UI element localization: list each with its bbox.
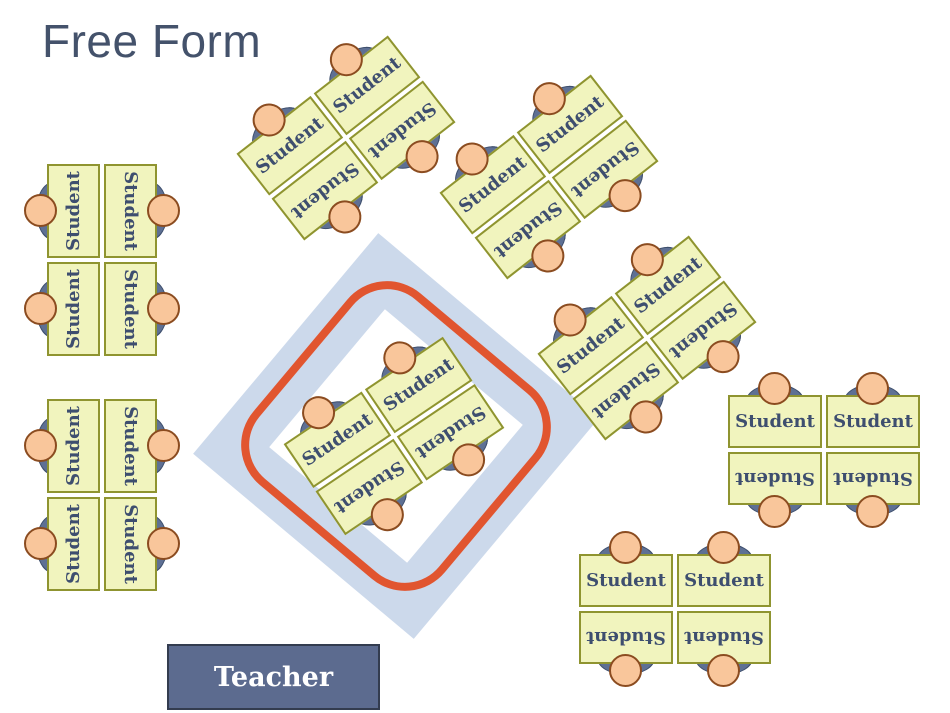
desk-surface: Student (677, 611, 771, 664)
teacher-desk-label: Teacher (213, 661, 334, 693)
student-head-icon (758, 372, 791, 405)
desk-cluster[interactable]: Student Student Student Student (236, 35, 456, 241)
student-head-icon (856, 495, 889, 528)
desk-label: Student (120, 406, 141, 486)
desk-label: Student (735, 468, 815, 489)
student-head-icon (147, 429, 180, 462)
student-head-icon (147, 194, 180, 227)
student-desk[interactable]: Student (677, 611, 771, 687)
student-head-icon (24, 194, 57, 227)
desk-cluster[interactable]: Student Student Student Student (283, 334, 505, 538)
student-head-icon (707, 531, 740, 564)
student-head-icon (707, 654, 740, 687)
student-head-icon (147, 527, 180, 560)
student-desk[interactable]: Student (826, 452, 920, 528)
desk-label: Student (684, 570, 764, 591)
desk-label: Student (120, 171, 141, 251)
desk-label: Student (63, 406, 84, 486)
desk-label: Student (735, 411, 815, 432)
desk-label: Student (63, 171, 84, 251)
student-head-icon (609, 531, 642, 564)
desk-surface: Student (728, 395, 822, 448)
desk-cluster[interactable]: Student Student Student Student (24, 399, 180, 591)
student-desk[interactable]: Student (728, 372, 822, 448)
student-desk[interactable]: Student (728, 452, 822, 528)
desk-label: Student (586, 627, 666, 648)
student-head-icon (856, 372, 889, 405)
student-desk[interactable]: Student (104, 399, 180, 493)
desk-surface: Student (728, 452, 822, 505)
student-desk[interactable]: Student (677, 531, 771, 607)
desk-cluster[interactable]: Student Student Student Student (537, 235, 757, 441)
student-head-icon (609, 654, 642, 687)
desk-label: Student (833, 411, 913, 432)
desk-label: Student (833, 468, 913, 489)
desk-label: Student (120, 269, 141, 349)
student-desk[interactable]: Student (104, 164, 180, 258)
student-desk[interactable]: Student (24, 164, 100, 258)
student-head-icon (24, 292, 57, 325)
desk-cluster[interactable]: Student Student Student Student (439, 74, 659, 280)
desk-label: Student (63, 269, 84, 349)
student-desk[interactable]: Student (24, 262, 100, 356)
desk-cluster[interactable]: Student Student Student Student (24, 164, 180, 356)
teacher-desk[interactable]: Teacher (167, 644, 380, 710)
student-desk[interactable]: Student (104, 497, 180, 591)
desk-cluster[interactable]: Student Student Student Student (579, 531, 771, 687)
page-title: Free Form (42, 15, 262, 67)
desk-surface: Student (677, 554, 771, 607)
student-desk[interactable]: Student (579, 611, 673, 687)
student-desk[interactable]: Student (579, 531, 673, 607)
desk-cluster[interactable]: Student Student Student Student (728, 372, 920, 528)
student-desk[interactable]: Student (24, 497, 100, 591)
desk-label: Student (684, 627, 764, 648)
student-head-icon (24, 527, 57, 560)
desk-label: Student (63, 504, 84, 584)
desk-label: Student (120, 504, 141, 584)
student-head-icon (24, 429, 57, 462)
student-head-icon (758, 495, 791, 528)
student-desk[interactable]: Student (24, 399, 100, 493)
student-head-icon (147, 292, 180, 325)
student-desk[interactable]: Student (104, 262, 180, 356)
desk-label: Student (586, 570, 666, 591)
student-desk[interactable]: Student (826, 372, 920, 448)
